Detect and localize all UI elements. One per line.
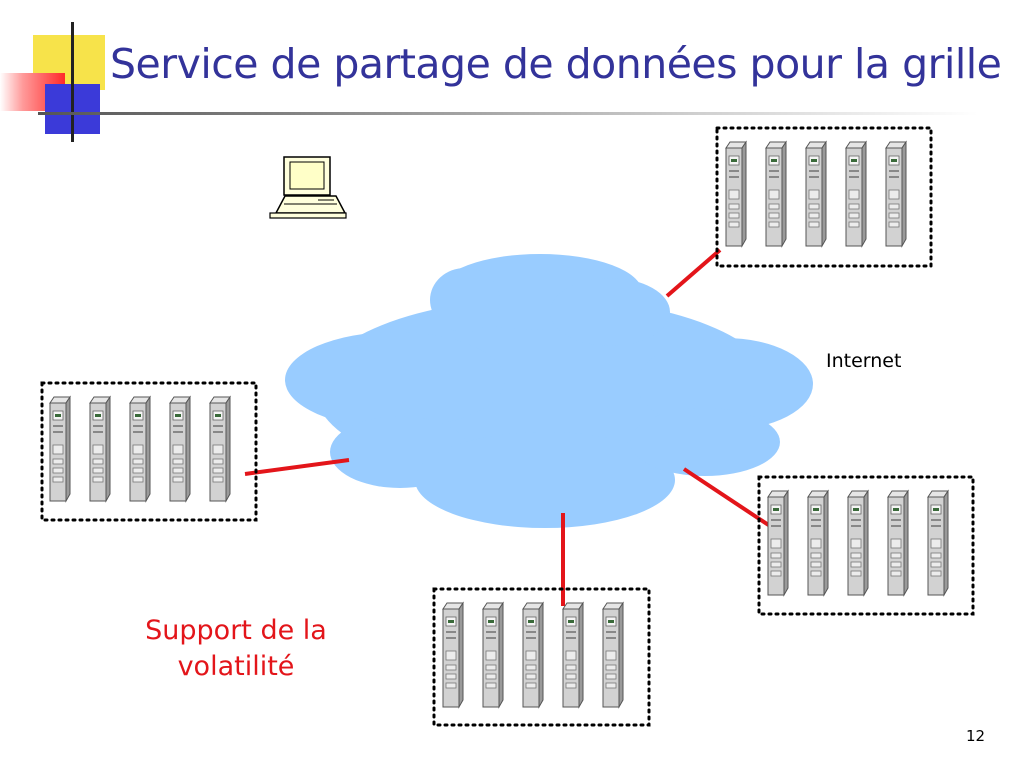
title-divider <box>38 112 978 115</box>
internet-label: Internet <box>826 350 902 372</box>
slide-title: Service de partage de données pour la gr… <box>110 40 1002 88</box>
volatility-annotation: Support de la volatilité <box>145 615 327 682</box>
link-top-right <box>665 248 722 298</box>
vertical-line <box>71 22 74 142</box>
link-right <box>682 467 772 528</box>
link-left <box>244 458 350 476</box>
internet-cloud-icon <box>285 254 813 528</box>
slide-number: 12 <box>966 727 986 745</box>
cluster-bottom-center <box>432 587 651 727</box>
cluster-right <box>757 475 975 616</box>
cluster-top-right <box>715 126 933 268</box>
desktop-computer-icon <box>269 156 347 219</box>
cluster-left <box>40 381 258 522</box>
corner-decoration <box>0 0 130 150</box>
